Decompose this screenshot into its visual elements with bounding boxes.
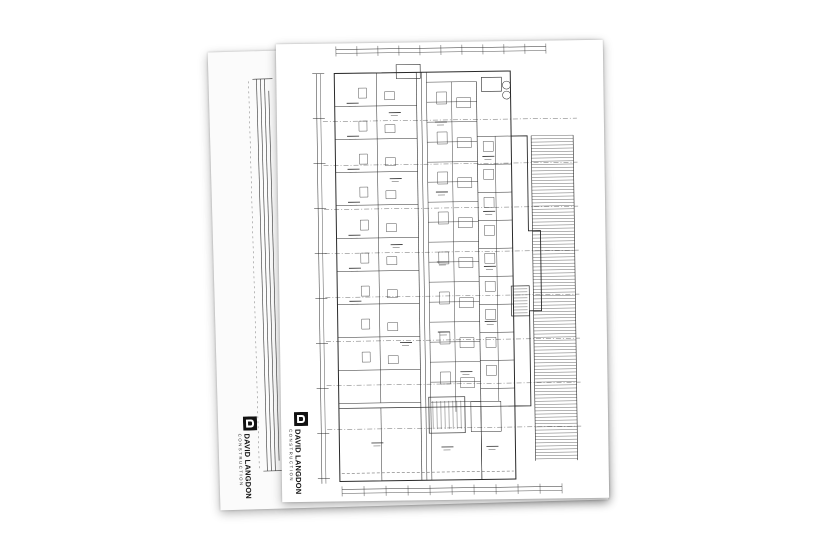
logo-mark-icon <box>242 416 258 431</box>
front-sheet-logo: DAVID LANGDON CONSTRUCTION <box>288 411 310 498</box>
front-drawing-sheet: DAVID LANGDON CONSTRUCTION <box>275 39 610 503</box>
brand-name: DAVID LANGDON <box>242 433 254 500</box>
back-sheet-logo: DAVID LANGDON CONSTRUCTION <box>237 416 260 502</box>
back-drawing-sheet: DAVID LANGDON CONSTRUCTION <box>207 41 609 511</box>
brand-name: DAVID LANGDON <box>293 428 304 495</box>
brand-tagline: CONSTRUCTION <box>288 429 294 483</box>
back-sheet-plan-edge <box>248 78 284 472</box>
logo-mark-icon <box>293 411 309 427</box>
floor-plan-drawing <box>312 43 582 497</box>
